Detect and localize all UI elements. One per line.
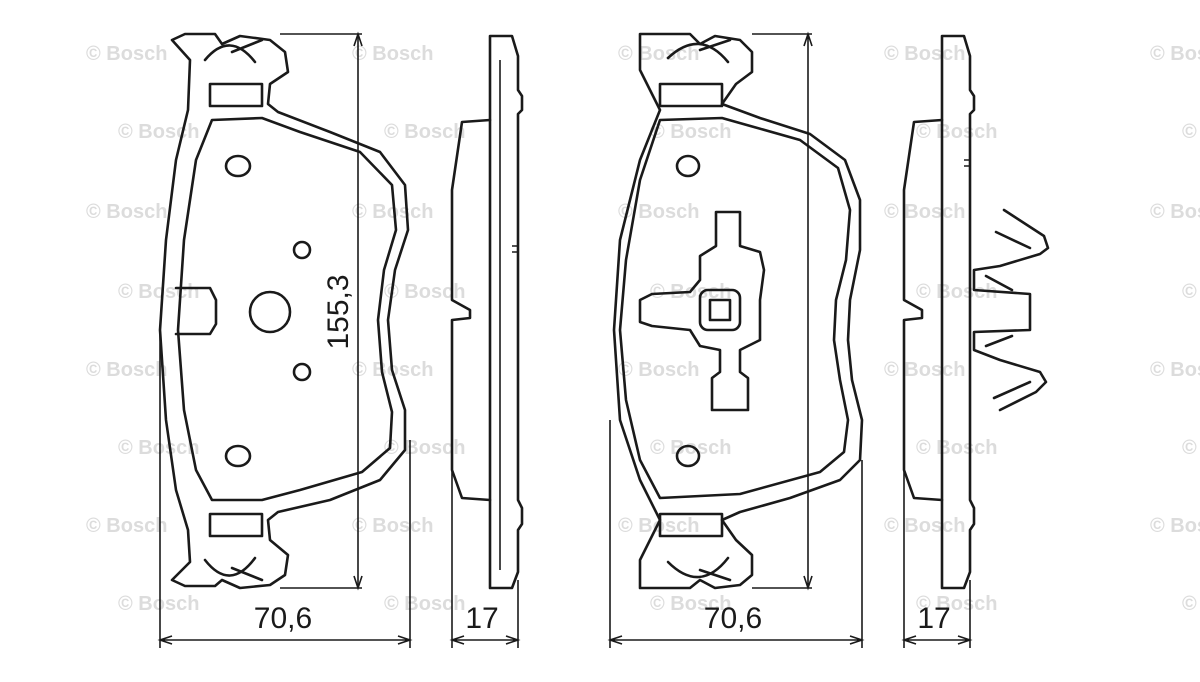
rear-clip-upper xyxy=(658,38,732,108)
rear-side-backing-plate xyxy=(940,34,976,590)
watermark-text: © Bosch xyxy=(650,121,731,143)
watermark-text: © Bosch xyxy=(916,437,997,459)
watermark-text: © Bosch xyxy=(916,281,997,303)
rear-side-view xyxy=(902,34,1050,590)
rear-clip-lower xyxy=(658,512,732,582)
watermark-text: © Bosch xyxy=(352,201,433,223)
front-hole-upper xyxy=(224,154,252,178)
dimension-width-back: 70,6 xyxy=(704,602,762,635)
watermark-text: © Bosch xyxy=(118,121,199,143)
watermark-text: © Bosch xyxy=(384,121,465,143)
watermark-text: © Bosch xyxy=(884,43,965,65)
dimension-thickness-front: 17 xyxy=(465,602,498,635)
watermark-text: © Bosch xyxy=(86,43,167,65)
watermark-text: © Bosch xyxy=(86,359,167,381)
watermark-text: © Bosch xyxy=(916,121,997,143)
thickness-rear-dimension xyxy=(901,470,973,648)
width-front-dimension xyxy=(157,330,413,648)
rear-sensor-connector xyxy=(698,288,742,332)
front-clip-upper xyxy=(203,38,264,108)
height-dimension-line xyxy=(280,33,362,589)
spring-clip xyxy=(972,208,1050,412)
watermark-text: © Bosch xyxy=(1150,201,1200,223)
watermark-text: © Bosch xyxy=(118,281,199,303)
watermark-text: © Bosch xyxy=(1150,359,1200,381)
dimension-width-front: 70,6 xyxy=(254,602,312,635)
front-backing-plate-outline xyxy=(158,32,410,590)
watermark-text: © Bosch xyxy=(1150,515,1200,537)
front-friction-material xyxy=(176,116,398,502)
watermark-text: © Bosch xyxy=(650,437,731,459)
rear-inner-outline xyxy=(618,116,852,500)
pad-rear-view xyxy=(612,32,864,590)
watermark-text: © Bosch xyxy=(384,593,465,615)
side-tick-marks xyxy=(512,245,518,253)
front-clip-lower xyxy=(203,512,264,582)
watermark-text: © Bosch xyxy=(1182,593,1200,615)
watermark-text: © Bosch xyxy=(352,515,433,537)
watermark-text: © Bosch xyxy=(118,437,199,459)
watermark-text: © Bosch xyxy=(1150,43,1200,65)
side-backing-plate xyxy=(488,34,524,590)
thickness-front-dimension xyxy=(449,470,521,648)
watermark-text: © Bosch xyxy=(618,201,699,223)
dimension-lines: 70,6 17 155,3 70,6 17 xyxy=(157,31,973,648)
spring-clip-inner xyxy=(984,230,1032,400)
watermark-text: © Bosch xyxy=(352,43,433,65)
rear-side-friction xyxy=(902,118,944,502)
pad-front-view xyxy=(158,32,410,590)
rear-backing-plate-outline xyxy=(612,32,864,590)
watermark-text: © Bosch xyxy=(884,359,965,381)
side-friction-block xyxy=(450,118,492,502)
watermark-text: © Bosch xyxy=(1182,281,1200,303)
rear-hole-lower xyxy=(675,444,701,468)
height-arrowheads xyxy=(353,31,363,591)
pad-side-view xyxy=(450,34,524,590)
watermark-text: © Bosch xyxy=(1182,437,1200,459)
watermark-text: © Bosch xyxy=(86,201,167,223)
watermark-text: © Bosch xyxy=(86,515,167,537)
watermark-text: © Bosch xyxy=(384,281,465,303)
front-small-hole-2 xyxy=(292,362,312,382)
front-small-hole-1 xyxy=(292,240,312,260)
front-hole-lower xyxy=(224,444,252,468)
rear-sensor-square xyxy=(708,298,732,322)
rear-height-dimension xyxy=(752,31,813,591)
front-side-tab xyxy=(174,286,218,336)
watermark-text: © Bosch xyxy=(884,515,965,537)
watermark-text: © Bosch xyxy=(618,359,699,381)
rear-hole-upper xyxy=(675,154,701,178)
watermark-text: © Bosch xyxy=(884,201,965,223)
watermark-text: © Bosch xyxy=(916,593,997,615)
watermark-layer: © Bosch © Bosch © Bosch © Bosch © Bosch © Bos… xyxy=(86,43,1200,615)
watermark-text: © Bosch xyxy=(650,593,731,615)
watermark-text: © Bosch xyxy=(118,593,199,615)
watermark-text: © Bosch xyxy=(1182,121,1200,143)
dimension-height: 155,3 xyxy=(322,274,355,349)
rear-sensor-housing xyxy=(638,210,766,412)
rear-side-ticks xyxy=(964,159,970,167)
dimension-thickness-back: 17 xyxy=(917,602,950,635)
width-rear-dimension xyxy=(607,420,865,648)
front-center-hole xyxy=(248,290,292,334)
